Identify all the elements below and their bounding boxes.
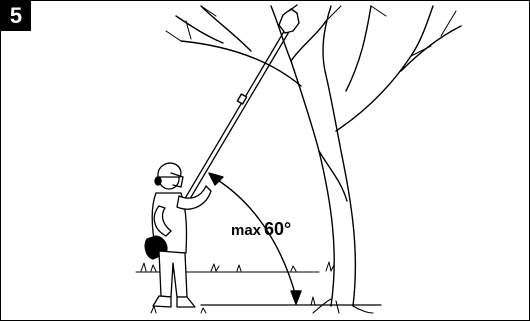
tree-branch-mid xyxy=(290,20,348,202)
operator-arm-upper xyxy=(176,185,212,210)
tree-roots xyxy=(312,298,374,314)
angle-indicator xyxy=(208,172,302,305)
operator-helmet xyxy=(157,162,182,178)
operator-boots xyxy=(152,295,196,308)
tree xyxy=(165,5,462,314)
tree-branch-left xyxy=(175,5,302,87)
tree-twigs xyxy=(165,5,457,57)
angle-label-value: 60° xyxy=(264,219,292,239)
pole-coupling xyxy=(236,93,248,105)
angle-arrow-top xyxy=(208,172,224,186)
angle-arc xyxy=(215,178,297,298)
operator-legs xyxy=(158,250,188,298)
operator xyxy=(144,162,212,308)
ear-protection xyxy=(154,176,162,186)
angle-arrow-bottom xyxy=(290,290,302,305)
tree-trunk-left xyxy=(270,5,335,307)
cutting-head xyxy=(278,4,300,34)
visor xyxy=(170,172,184,188)
angle-label-prefix: max xyxy=(231,222,262,239)
tree-trunk-right xyxy=(322,5,357,307)
figure-number: 5 xyxy=(1,1,31,31)
tree-branch-right xyxy=(335,5,462,132)
operator-arm-lower xyxy=(153,205,172,237)
